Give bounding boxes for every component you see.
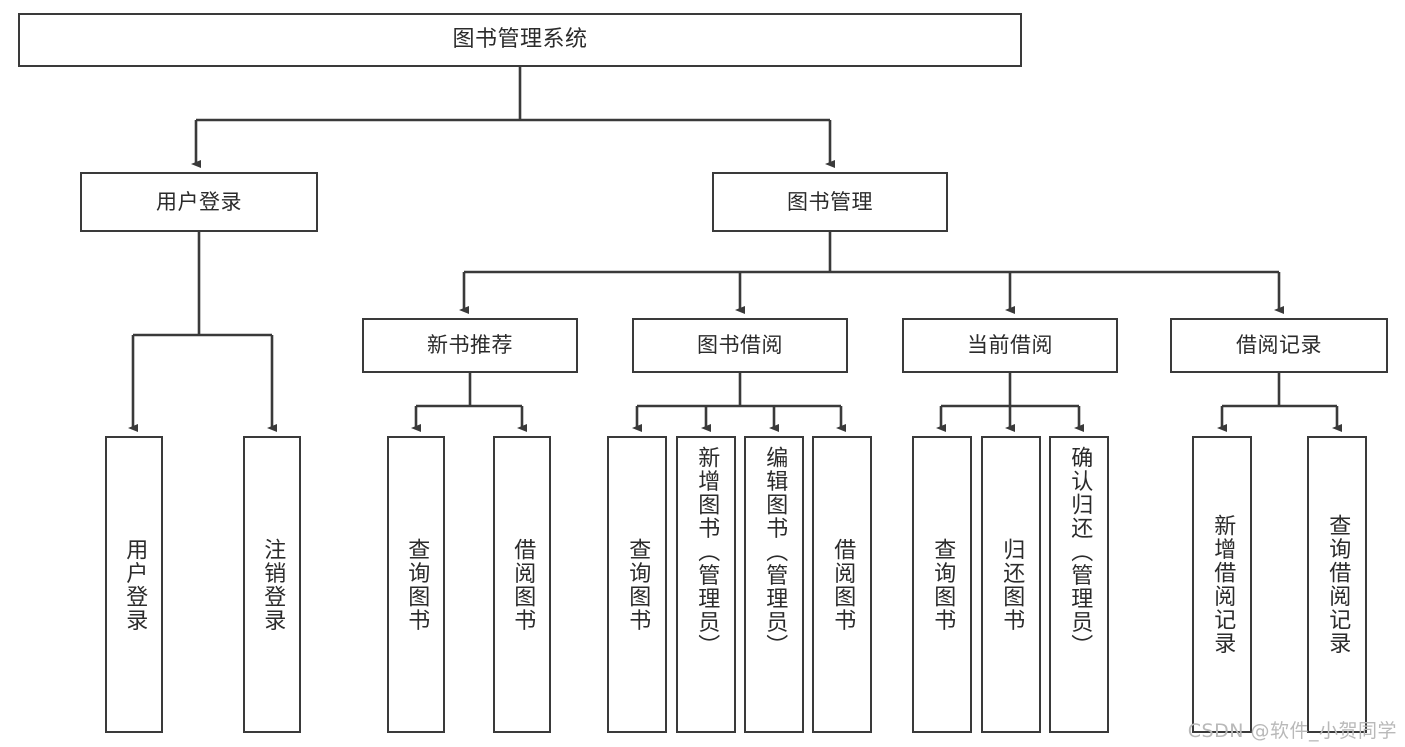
node-label: 借阅记录 xyxy=(1236,333,1322,358)
node-label: 图书借阅 xyxy=(697,333,783,358)
leaf-current-borrow-query-book[interactable]: 查询图书 xyxy=(912,436,972,733)
node-label: 新增借阅记录 xyxy=(1210,514,1236,655)
node-current-borrow[interactable]: 当前借阅 xyxy=(902,318,1118,373)
leaf-current-borrow-confirm-return-admin[interactable]: 确认归还（管理员） xyxy=(1049,436,1109,733)
leaf-book-borrow-query-book[interactable]: 查询图书 xyxy=(607,436,667,733)
node-label: 图书管理系统 xyxy=(452,27,588,53)
leaf-new-book-borrow-book[interactable]: 借阅图书 xyxy=(493,436,551,733)
node-label: 用户登录 xyxy=(156,189,242,214)
node-label: 借阅图书 xyxy=(510,537,536,632)
node-label: 借阅图书 xyxy=(830,537,856,632)
node-label: 查询借阅记录 xyxy=(1325,514,1351,655)
node-label: 查询图书 xyxy=(930,537,956,632)
node-label: 查询图书 xyxy=(404,537,430,632)
node-label: 新增图书（管理员） xyxy=(694,446,720,658)
leaf-borrow-record-query-record[interactable]: 查询借阅记录 xyxy=(1307,436,1367,733)
node-label: 编辑图书（管理员） xyxy=(762,446,788,658)
node-label: 注销登录 xyxy=(260,537,286,632)
leaf-borrow-record-add-record[interactable]: 新增借阅记录 xyxy=(1192,436,1252,733)
node-root-book-management-system[interactable]: 图书管理系统 xyxy=(18,13,1022,67)
node-book-borrow[interactable]: 图书借阅 xyxy=(632,318,848,373)
node-label: 图书管理 xyxy=(787,189,873,214)
node-label: 新书推荐 xyxy=(427,333,513,358)
leaf-book-borrow-add-book-admin[interactable]: 新增图书（管理员） xyxy=(676,436,736,733)
node-label: 归还图书 xyxy=(999,537,1025,632)
leaf-current-borrow-return-book[interactable]: 归还图书 xyxy=(981,436,1041,733)
node-user-login[interactable]: 用户登录 xyxy=(80,172,318,232)
node-new-book-recommend[interactable]: 新书推荐 xyxy=(362,318,578,373)
leaf-user-login-login[interactable]: 用户登录 xyxy=(105,436,163,733)
node-borrow-record[interactable]: 借阅记录 xyxy=(1170,318,1388,373)
leaf-new-book-query-book[interactable]: 查询图书 xyxy=(387,436,445,733)
node-label: 查询图书 xyxy=(625,537,651,632)
node-label: 确认归还（管理员） xyxy=(1067,446,1093,658)
leaf-book-borrow-borrow-book[interactable]: 借阅图书 xyxy=(812,436,872,733)
node-book-management[interactable]: 图书管理 xyxy=(712,172,948,232)
leaf-book-borrow-edit-book-admin[interactable]: 编辑图书（管理员） xyxy=(744,436,804,733)
node-label: 当前借阅 xyxy=(967,333,1053,358)
leaf-user-login-logout[interactable]: 注销登录 xyxy=(243,436,301,733)
node-label: 用户登录 xyxy=(122,537,148,632)
